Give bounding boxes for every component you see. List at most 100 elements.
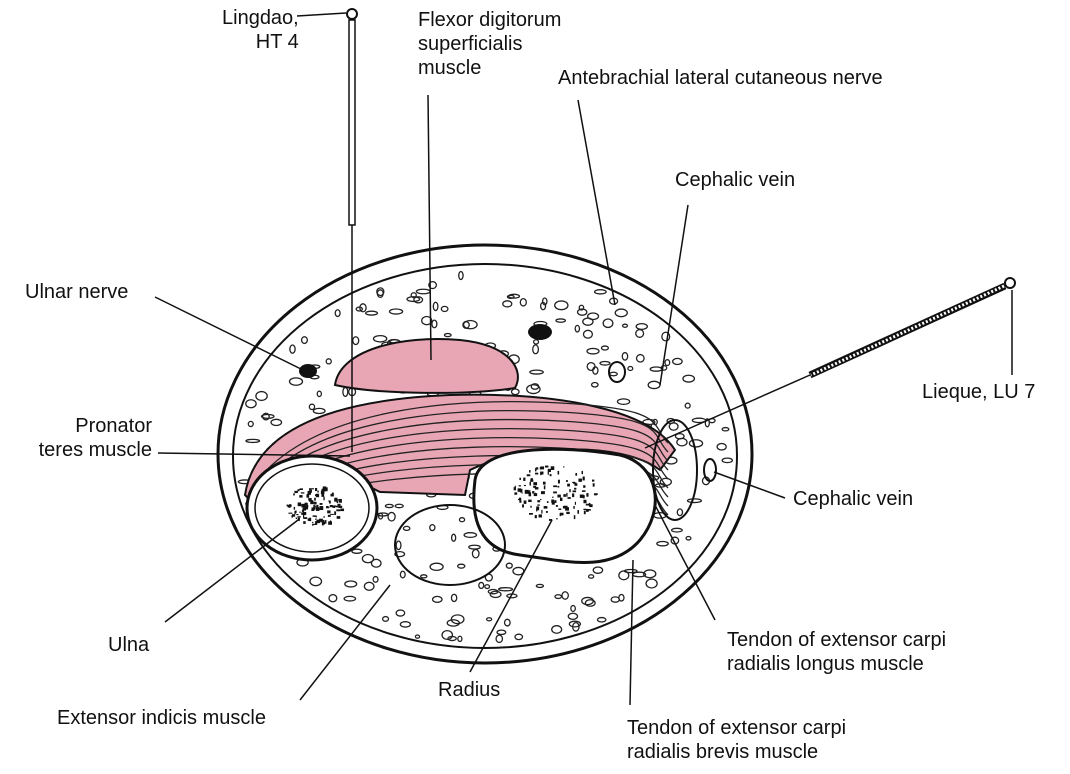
- tissue-cell: [406, 296, 421, 303]
- tissue-cell: [506, 294, 515, 299]
- tissue-cell: [352, 336, 360, 346]
- tissue-cell: [370, 558, 382, 568]
- marrow-speck: [323, 488, 327, 492]
- marrow-speck: [546, 501, 549, 503]
- tissue-cell: [463, 532, 478, 539]
- tissue-cell: [635, 353, 645, 363]
- marrow-speck: [288, 504, 292, 507]
- tissue-cell: [328, 593, 338, 603]
- fascia-outline: [232, 263, 738, 649]
- marrow-speck: [572, 493, 575, 498]
- tissue-cell: [554, 594, 563, 600]
- marrow-speck: [529, 481, 531, 486]
- tissue-cell: [262, 412, 270, 421]
- marrow-speck: [330, 493, 334, 497]
- tissue-cell: [600, 345, 610, 351]
- marrow-speck: [307, 490, 311, 495]
- muscle-striation: [264, 410, 669, 480]
- tissue-cell: [582, 329, 594, 339]
- tissue-cell: [661, 331, 671, 342]
- tissue-cell: [428, 280, 438, 290]
- marrow-speck: [517, 499, 520, 501]
- tissue-cell: [614, 308, 628, 318]
- marrow-speck: [334, 497, 338, 502]
- marrow-speck: [554, 500, 557, 503]
- tissue-cell: [431, 319, 438, 329]
- marrow-speck: [574, 483, 578, 486]
- marrow-speck: [577, 510, 580, 514]
- tissue-cell: [429, 523, 436, 532]
- marrow-speck: [295, 510, 297, 514]
- tissue-cell: [664, 359, 671, 367]
- marrow-speck: [308, 498, 312, 501]
- tissue-cell: [688, 439, 704, 448]
- marrow-speck: [514, 485, 516, 488]
- tissue-cell: [372, 334, 388, 343]
- label-ulna: Ulna: [108, 634, 150, 656]
- tissue-cell: [576, 308, 588, 316]
- tissue-cell: [288, 377, 304, 386]
- tissue-cell: [498, 587, 514, 592]
- marrow-speck: [518, 485, 521, 487]
- marrow-speck: [553, 491, 557, 494]
- marrow-speck: [321, 488, 325, 492]
- marrow-speck: [582, 490, 586, 492]
- marrow-speck: [292, 514, 296, 517]
- marrow-speck: [320, 521, 323, 523]
- bone-marrow: [286, 465, 598, 526]
- marrow-speck: [547, 468, 551, 473]
- marrow-speck: [563, 466, 565, 468]
- label-antebrachial-nerve: Antebrachial lateral cutaneous nerve: [558, 67, 883, 89]
- marrow-speck: [593, 493, 598, 495]
- tissue-cell: [627, 365, 634, 372]
- tissue-cell: [555, 318, 567, 323]
- tissue-cell: [316, 390, 323, 398]
- marrow-speck: [299, 488, 303, 491]
- marrow-speck: [327, 510, 331, 514]
- tissue-cell: [674, 432, 685, 440]
- marrow-speck: [316, 504, 319, 508]
- tissue-cell: [312, 407, 326, 415]
- extensor-indicis-muscle: [394, 504, 506, 586]
- tissue-cell: [394, 503, 404, 509]
- tissue-cell: [381, 615, 390, 622]
- tissue-cell: [343, 595, 357, 602]
- marrow-speck: [330, 513, 334, 515]
- marrow-speck: [328, 500, 331, 502]
- label-line: Tendon of extensor carpi: [727, 629, 947, 651]
- tissue-cell: [431, 595, 443, 603]
- tissue-cell: [574, 324, 581, 333]
- marrow-speck: [303, 521, 306, 524]
- tissue-cell: [247, 420, 254, 428]
- tissue-cell: [432, 301, 439, 312]
- label-line: radialis brevis muscle: [627, 741, 819, 763]
- tissue-cell: [586, 361, 596, 372]
- marrow-speck: [557, 470, 560, 475]
- marrow-speck: [299, 511, 301, 513]
- tissue-cell: [621, 351, 629, 361]
- tissue-cell: [599, 360, 611, 366]
- marrow-speck: [336, 509, 341, 512]
- marrow-speck: [528, 492, 532, 497]
- marrow-speck: [309, 500, 312, 502]
- tissue-cell: [671, 357, 683, 366]
- tissue-cell: [510, 388, 520, 396]
- marrow-speck: [308, 517, 312, 522]
- marrow-speck: [589, 504, 593, 508]
- marrow-speck: [566, 480, 568, 482]
- marrow-speck: [312, 521, 314, 524]
- label-lingdao-ht4: Lingdao,HT 4: [222, 6, 299, 54]
- tissue-cell: [344, 580, 358, 588]
- tissue-cell: [384, 503, 394, 509]
- marrow-speck: [583, 510, 586, 515]
- tissue-cell: [245, 438, 261, 444]
- label-lieque-lu7: Lieque, LU 7: [922, 381, 1036, 403]
- tissue-cell: [342, 386, 349, 398]
- marrow-speck: [315, 507, 320, 511]
- tissue-cell: [363, 581, 375, 591]
- tissue-cell: [586, 347, 600, 355]
- marrow-speck: [585, 508, 589, 512]
- marrow-speck: [551, 499, 555, 503]
- marrow-speck: [336, 500, 339, 504]
